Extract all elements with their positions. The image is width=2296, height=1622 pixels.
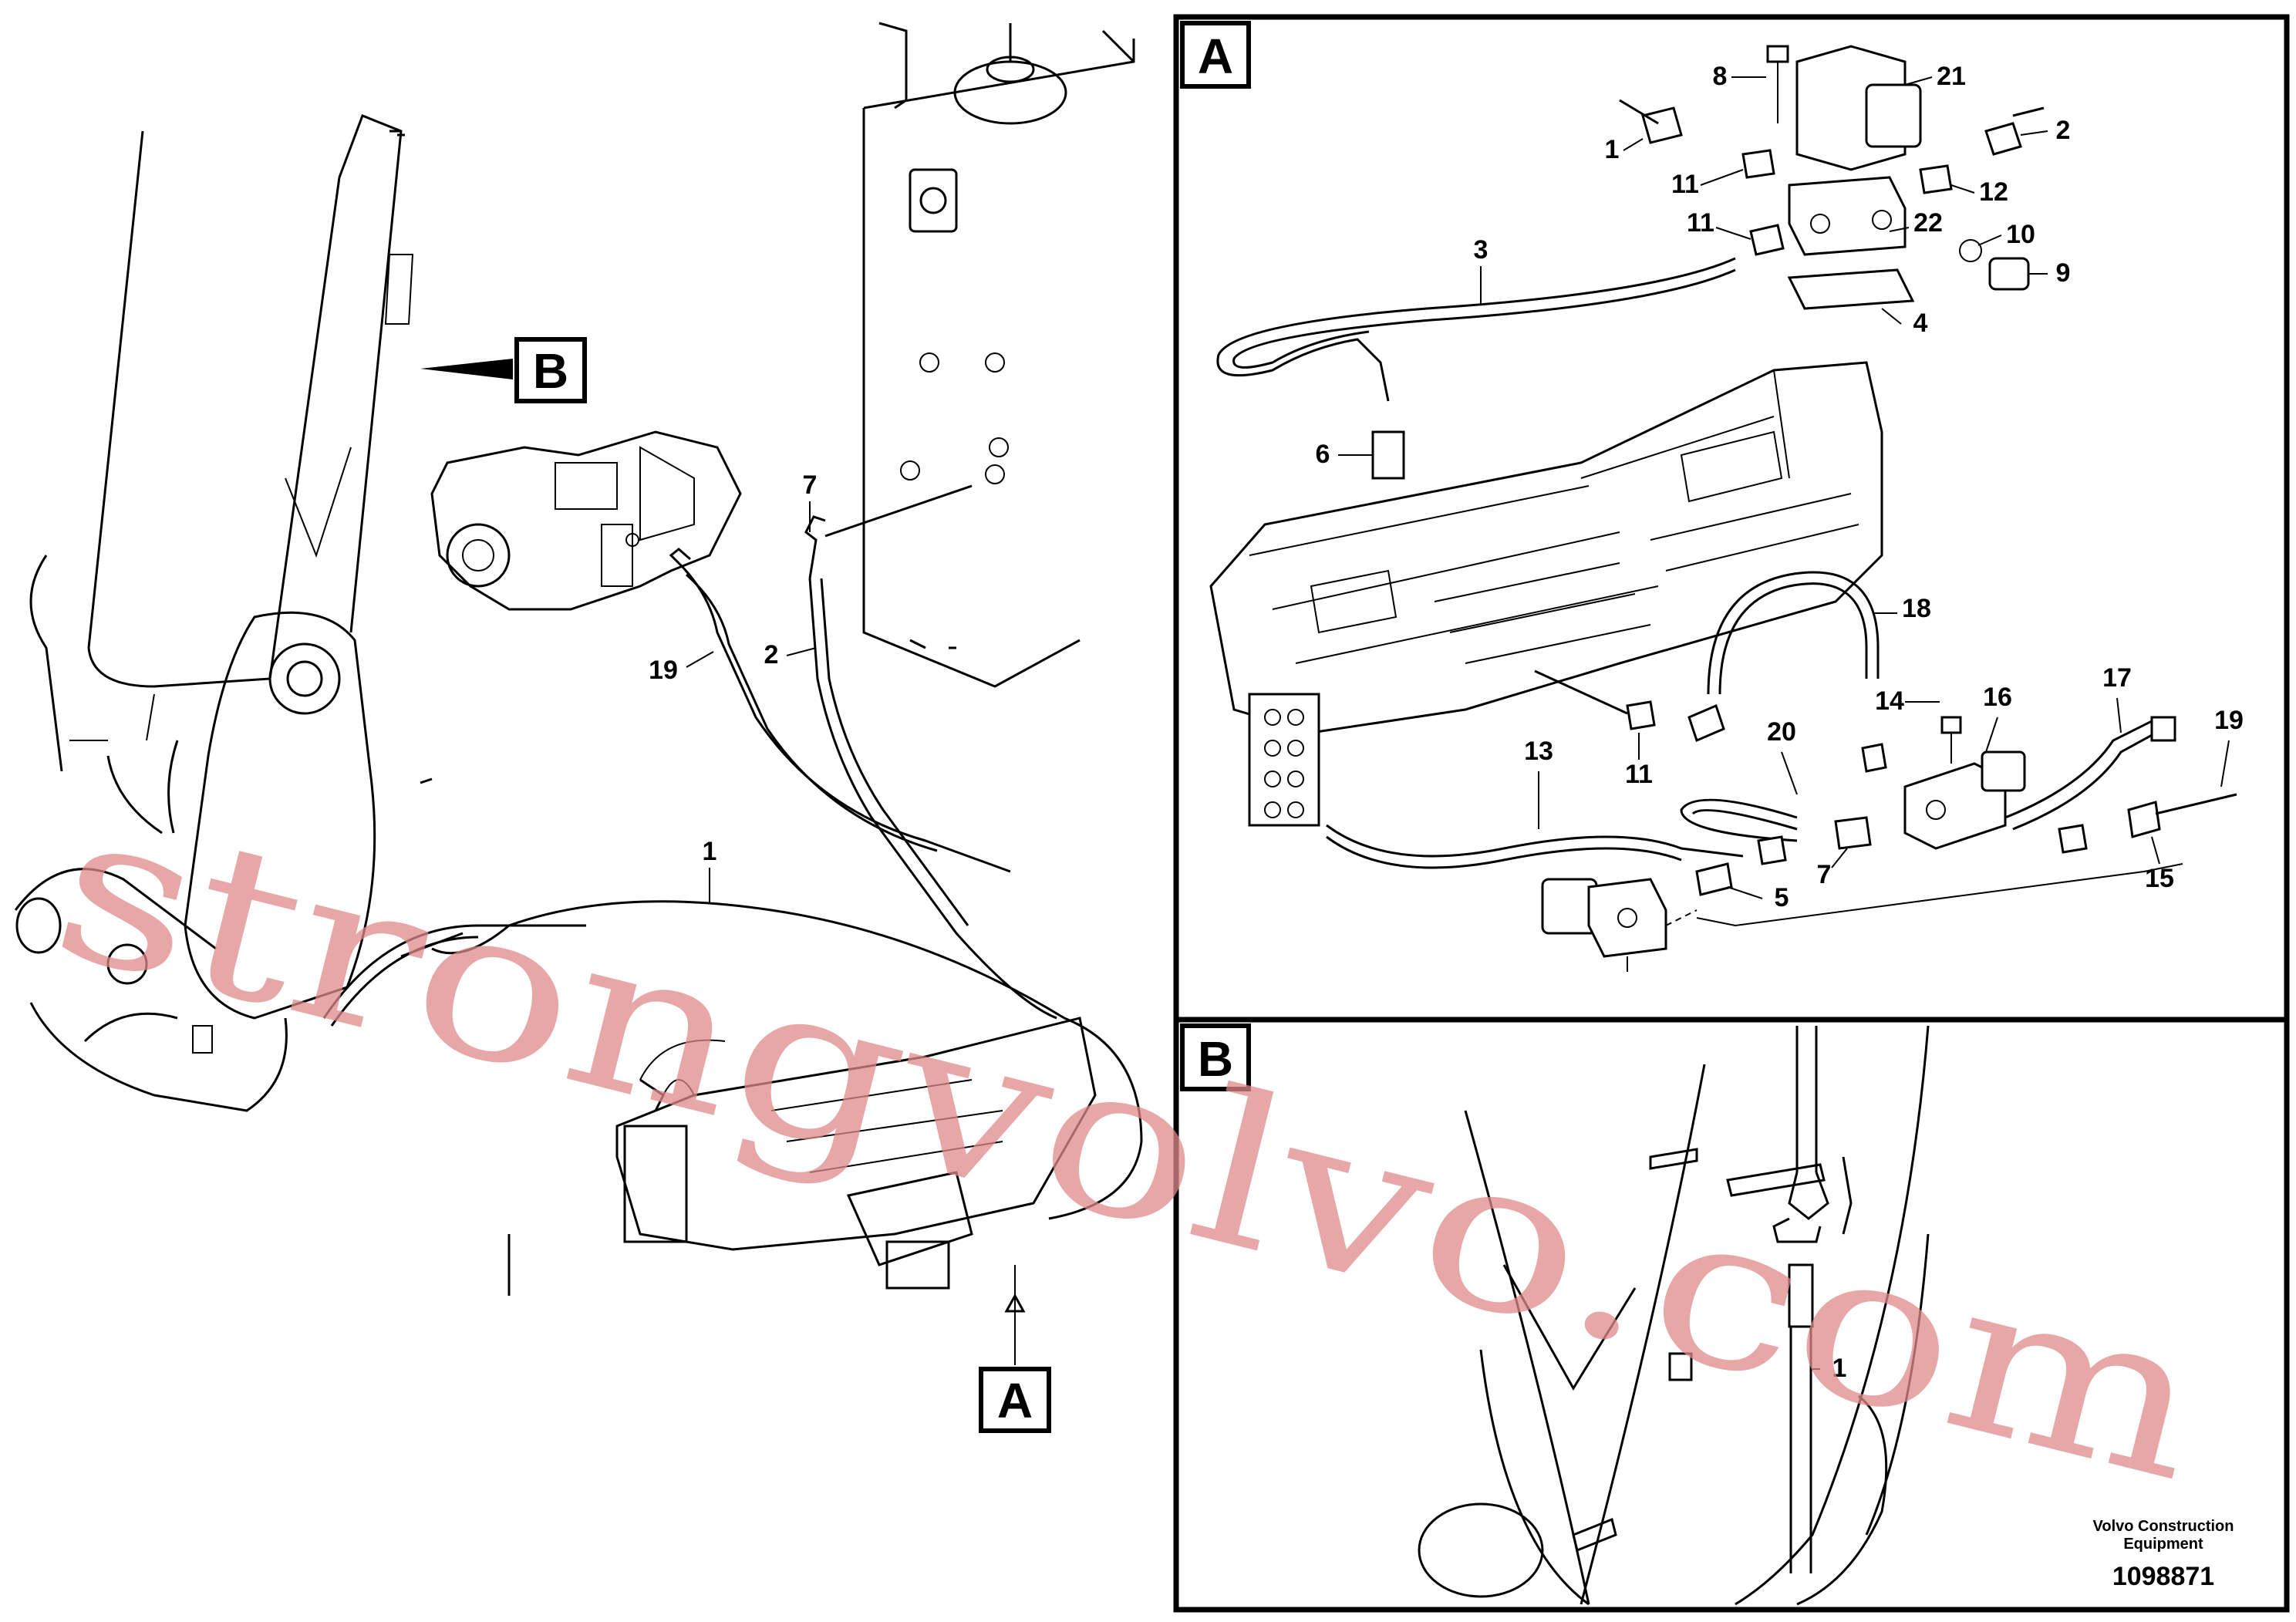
- callout-11-mid: 11: [1687, 208, 1714, 238]
- callout-17: 17: [2102, 663, 2132, 693]
- callout-1-detail-b: 1: [1832, 1354, 1847, 1383]
- callout-1: 1: [703, 837, 717, 866]
- main-hoses: [322, 484, 1143, 1220]
- solenoid-small-drawing: [1541, 878, 1667, 972]
- watermark-text: strongvolvo.com: [35, 760, 2227, 1528]
- boom-detail-drawing: [1418, 1025, 1930, 1606]
- company-name-line1: Volvo Construction: [2093, 1518, 2234, 1535]
- boom-arm-drawing: [14, 114, 414, 1112]
- detail-b-title-box: [1180, 1023, 1251, 1091]
- callout-19: 19: [649, 656, 678, 685]
- callout-4: 4: [1913, 309, 1928, 338]
- view-b-reference-label: B: [533, 343, 568, 399]
- hydraulic-pump-drawing: [430, 430, 742, 611]
- callout-11-top: 11: [1671, 170, 1699, 199]
- callout-3: 3: [1474, 235, 1489, 265]
- callout-16: 16: [1983, 683, 2012, 712]
- callout-12: 12: [1979, 177, 2008, 207]
- callout-11-low: 11: [1625, 760, 1653, 789]
- callout-5: 5: [1775, 883, 1789, 912]
- callout-7-detail: 7: [1817, 860, 1832, 889]
- callout-14: 14: [1875, 686, 1904, 716]
- valve-16-drawing: [1903, 716, 2026, 850]
- detail-b-frame: [1173, 1017, 2290, 1613]
- callout-21: 21: [1937, 62, 1966, 91]
- hydraulic-tank-drawing: [862, 22, 1135, 688]
- callout-8: 8: [1713, 62, 1728, 91]
- control-valve-small-drawing: [615, 1017, 1097, 1290]
- callout-20: 20: [1767, 717, 1796, 747]
- view-a-reference-box: [979, 1367, 1051, 1433]
- view-b-reference-box: [514, 337, 587, 403]
- company-name-line2: Equipment: [2123, 1536, 2203, 1553]
- detail-a-title: A: [1198, 29, 1233, 84]
- detail-a: A 8 21 1 2 11 12 11: [1173, 14, 2290, 1023]
- detail-b-title: B: [1198, 1031, 1233, 1087]
- view-a-reference-label: A: [997, 1373, 1033, 1428]
- callout-2-detail: 2: [2056, 116, 2071, 145]
- callout-1-detail: 1: [1605, 135, 1620, 164]
- arrow-left-icon: [420, 359, 513, 379]
- solenoid-valve-block: [1766, 45, 1922, 310]
- callout-13: 13: [1524, 737, 1553, 766]
- main-overview: B A 7 2 19 1: [14, 22, 1143, 1433]
- callout-18: 18: [1902, 594, 1931, 623]
- callout-7: 7: [803, 470, 818, 500]
- callout-22: 22: [1913, 208, 1943, 238]
- control-valve-large-drawing: [1209, 361, 1883, 827]
- callout-2: 2: [764, 640, 779, 669]
- detail-b: B 1 Volvo Construction Equipment 109: [1173, 1017, 2290, 1613]
- callout-19-detail: 19: [2214, 706, 2244, 735]
- drawing-number: 1098871: [2112, 1562, 2214, 1591]
- callout-10: 10: [2006, 220, 2035, 249]
- detail-a-title-box: [1180, 21, 1251, 89]
- callout-6: 6: [1316, 440, 1330, 469]
- callout-9: 9: [2056, 258, 2071, 288]
